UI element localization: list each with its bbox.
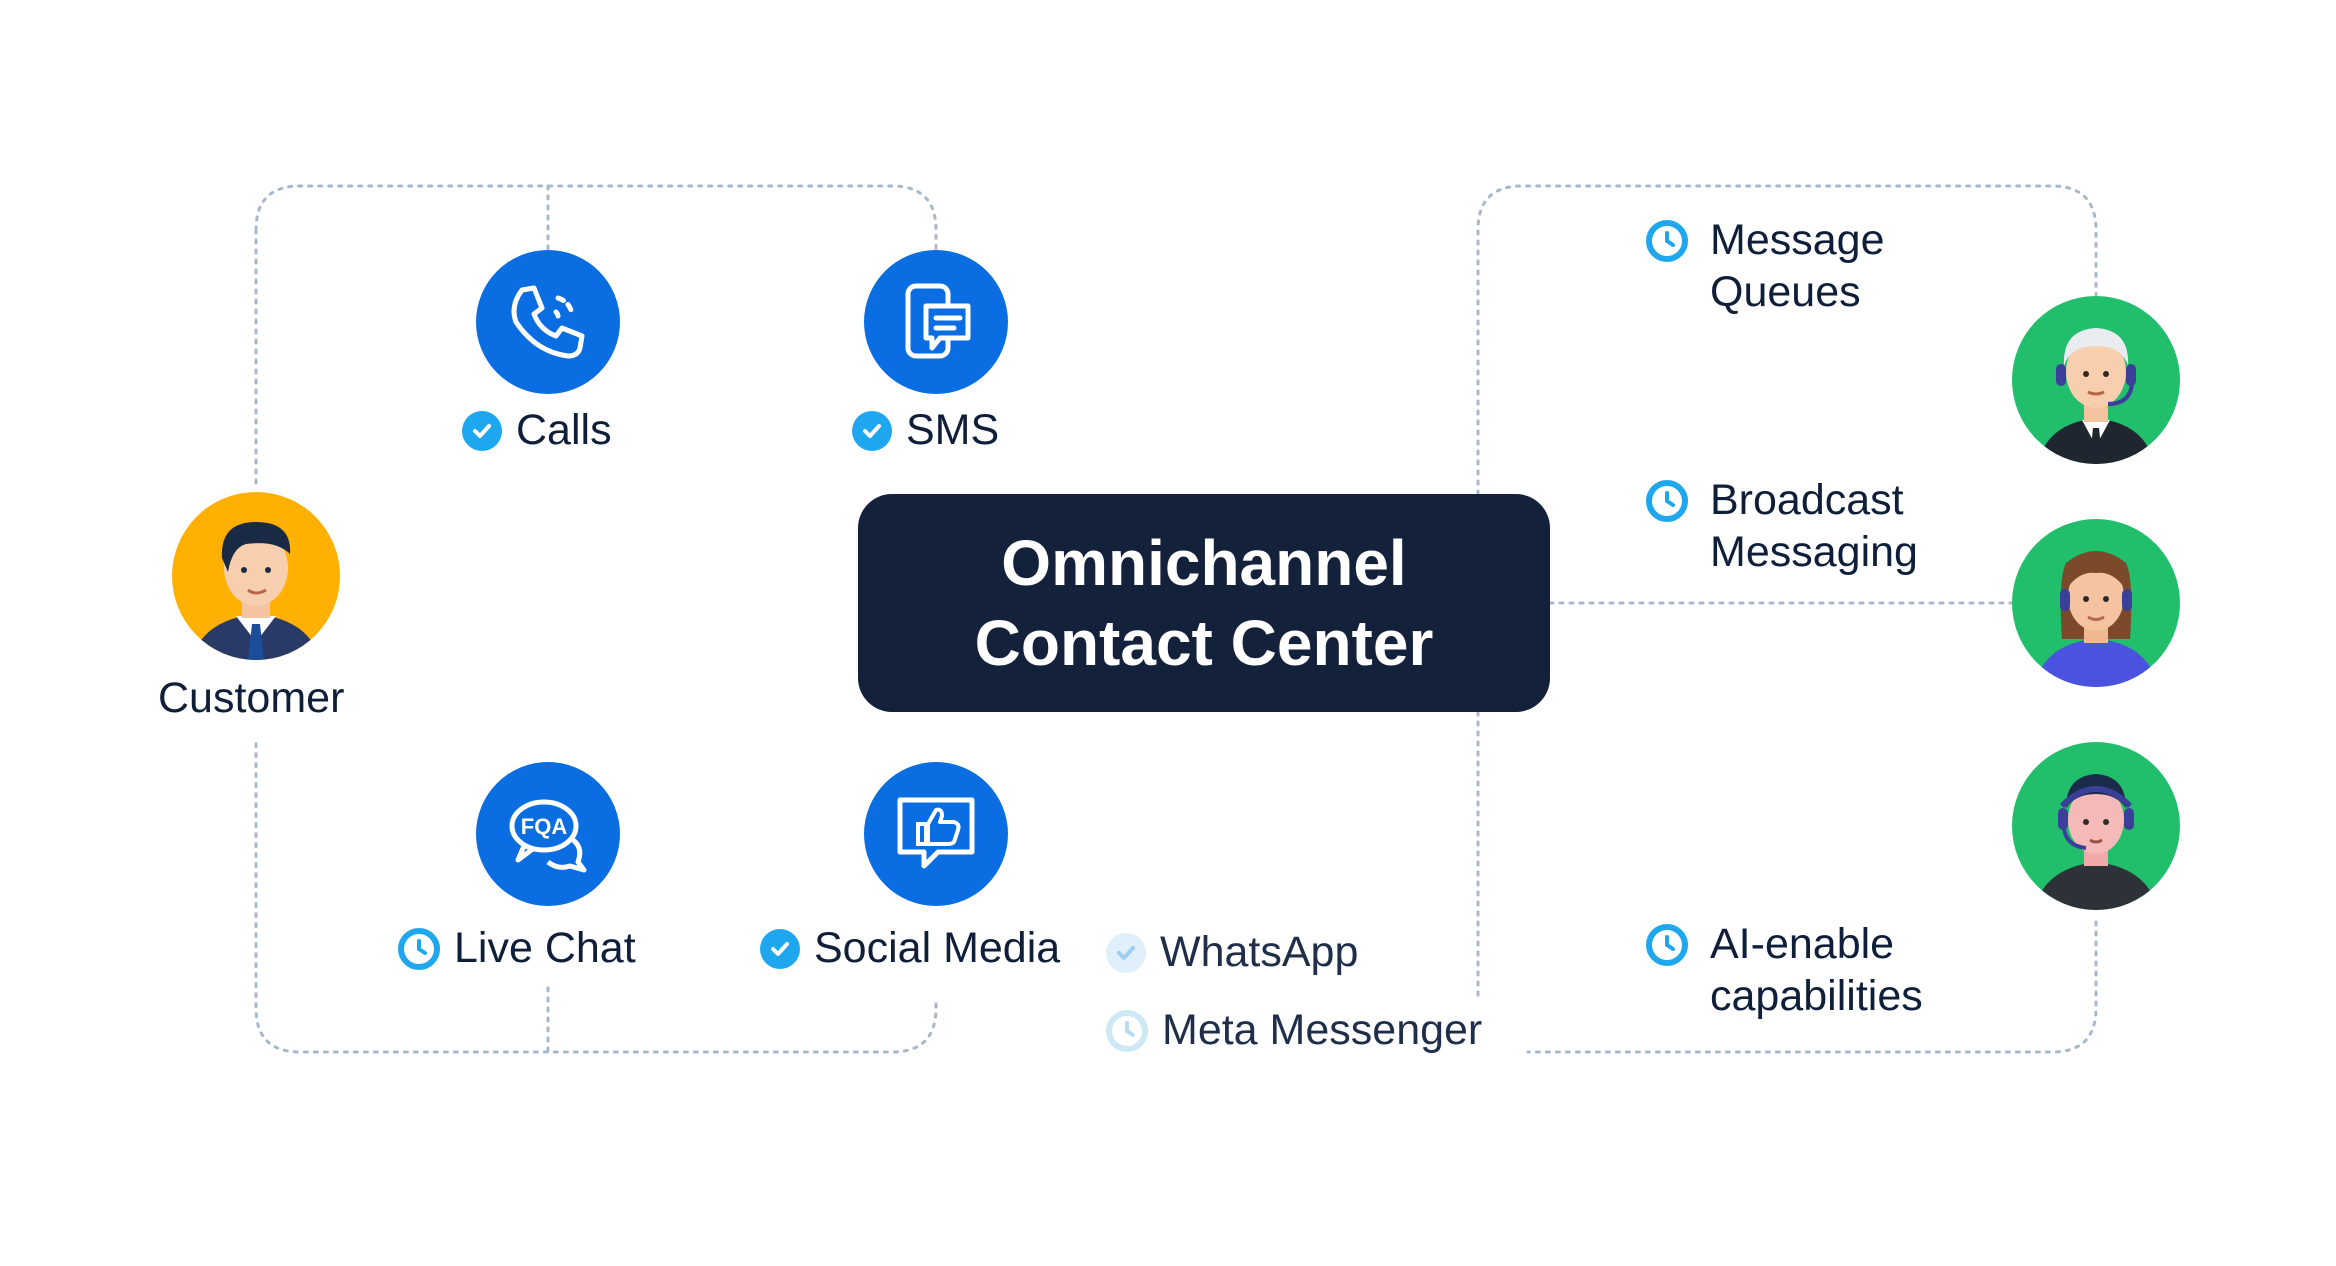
clock-icon (398, 927, 440, 970)
omnichannel-contact-center-box: Omnichannel Contact Center (858, 494, 1550, 712)
sms-label-text: SMS (906, 406, 1000, 454)
check-icon (852, 410, 892, 451)
faq-icon-text: FQA (521, 814, 568, 839)
center-title-line1: Omnichannel (1001, 527, 1407, 599)
customer-label: Customer (158, 674, 345, 722)
clock-icon (1646, 924, 1688, 966)
faq-chat-icon: FQA (509, 799, 587, 873)
agent-avatar-2 (2012, 519, 2180, 687)
check-icon (760, 928, 800, 969)
feature-message-queues-line2: Queues (1710, 268, 1861, 316)
calls-channel-icon (476, 250, 620, 394)
meta-messenger-label-text: Meta Messenger (1162, 1006, 1483, 1054)
feature-message-queues: Message Queues (1646, 214, 1884, 318)
live-chat-label-text: Live Chat (454, 924, 636, 972)
phone-icon (511, 285, 585, 359)
clock-icon (1646, 220, 1688, 262)
feature-broadcast-line2: Messaging (1710, 528, 1918, 576)
sms-channel-icon (864, 250, 1008, 394)
social-media-channel-icon (864, 762, 1008, 906)
calls-label-text: Calls (516, 406, 612, 454)
whatsapp-label-text: WhatsApp (1160, 928, 1359, 976)
feature-broadcast-messaging: Broadcast Messaging (1646, 474, 1918, 578)
feature-ai-capabilities: AI-enable capabilities (1646, 918, 1923, 1022)
feature-ai-line2: capabilities (1710, 972, 1923, 1020)
center-title-line2: Contact Center (974, 607, 1434, 679)
live-chat-channel-icon: FQA (476, 762, 620, 906)
social-media-label-text: Social Media (814, 924, 1061, 972)
clock-icon (1106, 1009, 1148, 1052)
calls-label: Calls (462, 406, 612, 455)
meta-messenger-label: Meta Messenger (1106, 1006, 1482, 1055)
check-icon (462, 410, 502, 451)
whatsapp-label: WhatsApp (1106, 928, 1358, 977)
feature-broadcast-line1: Broadcast (1710, 476, 1904, 524)
agent-avatar-1 (2012, 296, 2180, 464)
customer-avatar (172, 492, 340, 660)
clock-icon (1646, 480, 1688, 522)
live-chat-label: Live Chat (398, 924, 636, 973)
sms-label: SMS (852, 406, 999, 455)
sms-icon (905, 283, 971, 359)
feature-ai-line1: AI-enable (1710, 920, 1895, 968)
social-media-label: Social Media (760, 924, 1060, 973)
agent-avatar-3 (2012, 742, 2180, 910)
feature-message-queues-line1: Message (1710, 216, 1885, 264)
check-icon (1106, 932, 1146, 973)
thumbs-up-icon (897, 797, 975, 869)
